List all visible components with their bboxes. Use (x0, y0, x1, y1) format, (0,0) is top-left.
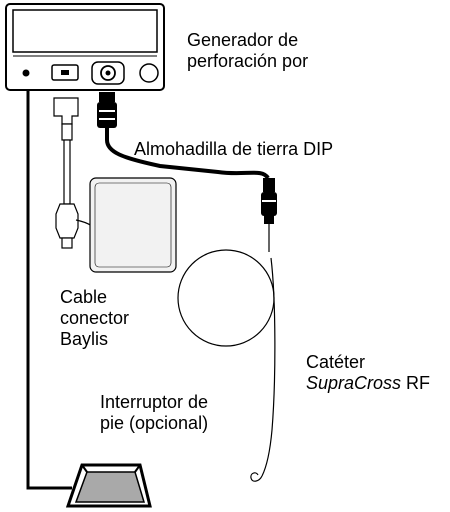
connector-cable-line3: Baylis (60, 329, 109, 349)
catheter-label-suffix: RF (401, 373, 431, 393)
dip-ground-pad (89, 177, 177, 273)
supracross-rf-catheter (177, 224, 276, 482)
catheter-connection-cable (97, 92, 277, 224)
footswitch-label-line2: pie (opcional) (100, 413, 209, 433)
generator-power-knob (139, 63, 159, 83)
connector-cable-line2: conector (60, 308, 130, 328)
baylis-connector-cable (53, 97, 93, 249)
footswitch-cable (26, 90, 72, 490)
connector-cable-line1: Cable (60, 287, 108, 307)
generator-label-line2: perforación por (187, 51, 309, 71)
generator-display-screen (12, 9, 158, 53)
connector-cable-label: Cable conector Baylis (60, 287, 129, 350)
footswitch-label-line1: Interruptor de (100, 392, 209, 412)
ground-pad-label: Almohadilla de tierra DIP (134, 139, 333, 160)
catheter-label: Catéter SupraCross RF (306, 352, 430, 394)
generator-indicator-light (22, 69, 30, 77)
ground-pad-label-text: Almohadilla de tierra DIP (134, 139, 334, 159)
catheter-label-line1: Catéter (306, 352, 366, 372)
footswitch-label: Interruptor de pie (opcional) (100, 392, 208, 434)
generator-label: Generador de perforación por (187, 30, 308, 72)
generator-label-line1: Generador de (187, 30, 299, 50)
catheter-label-brand: SupraCross (306, 373, 402, 393)
footswitch-pedal (65, 463, 152, 508)
generator-unit (5, 3, 165, 91)
